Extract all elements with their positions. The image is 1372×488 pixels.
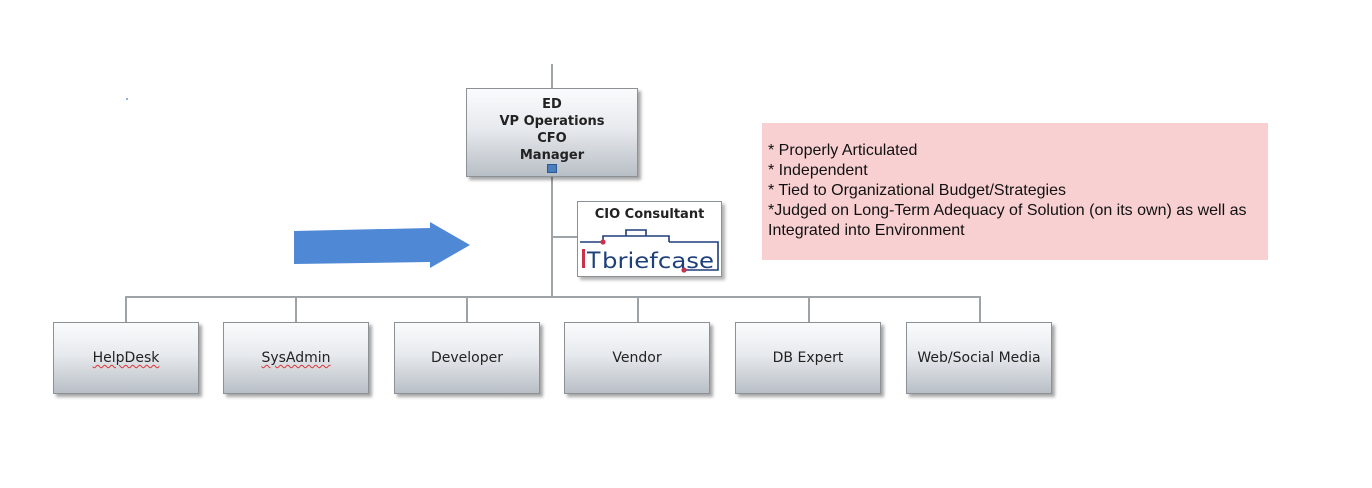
child-node-vendor[interactable]: Vendor <box>564 322 710 394</box>
connector-children-bus <box>125 296 981 298</box>
assistant-node-title: CIO Consultant <box>594 207 705 222</box>
top-node-line-3: CFO <box>537 130 567 146</box>
svg-text:briefcase: briefcase <box>602 249 714 273</box>
note-line-1: * Properly Articulated <box>768 142 918 159</box>
top-node-line-1: ED <box>542 96 562 112</box>
right-arrow-icon <box>294 222 470 268</box>
child-node-db-expert[interactable]: DB Expert <box>735 322 881 394</box>
child-node-helpdesk[interactable]: HelpDesk <box>53 322 199 394</box>
connector-assistant <box>551 236 578 238</box>
child-node-label: SysAdmin <box>261 350 331 366</box>
itbriefcase-logo: T briefcase <box>580 229 719 274</box>
child-node-label: Web/Social Media <box>917 350 1041 366</box>
note-line-4: *Judged on Long-Term Adequacy of Solutio… <box>768 202 1251 239</box>
connector-child-1 <box>125 296 127 322</box>
collapse-toggle-icon[interactable] <box>547 164 557 173</box>
child-node-label: DB Expert <box>772 350 844 366</box>
note-line-2: * Independent <box>768 162 868 179</box>
connector-child-6 <box>979 296 981 322</box>
connector-top-stub <box>551 64 553 88</box>
note-line-3: * Tied to Organizational Budget/Strategi… <box>768 182 1066 199</box>
child-node-label: HelpDesk <box>92 350 160 366</box>
speck <box>126 98 128 100</box>
child-node-label: Developer <box>430 350 503 366</box>
top-node[interactable]: ED VP Operations CFO Manager <box>466 88 638 177</box>
top-node-line-2: VP Operations <box>499 113 605 129</box>
child-node-sysadmin[interactable]: SysAdmin <box>223 322 369 394</box>
assistant-node[interactable]: CIO Consultant T briefcase <box>577 201 722 277</box>
child-node-label: Vendor <box>612 350 662 366</box>
connector-child-4 <box>637 296 639 322</box>
child-node-developer[interactable]: Developer <box>394 322 540 394</box>
criteria-note: * Properly Articulated * Independent * T… <box>762 123 1268 260</box>
svg-text:T: T <box>586 249 601 274</box>
top-node-line-4: Manager <box>519 147 585 163</box>
connector-child-3 <box>466 296 468 322</box>
child-node-web-social-media[interactable]: Web/Social Media <box>906 322 1052 394</box>
connector-child-5 <box>808 296 810 322</box>
connector-child-2 <box>295 296 297 322</box>
